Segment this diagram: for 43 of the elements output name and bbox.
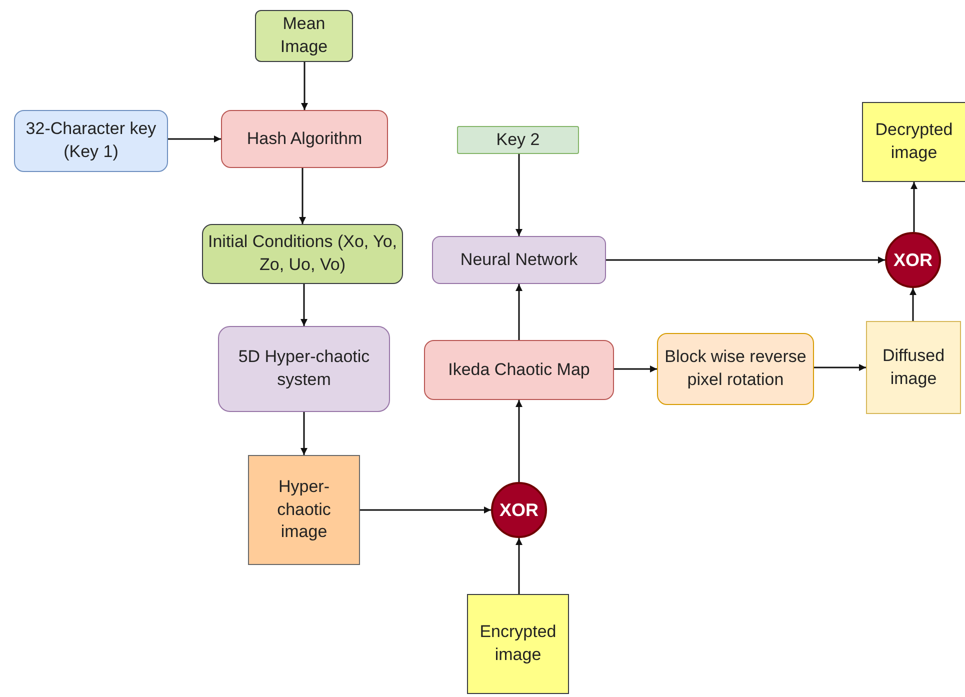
arrow [516,154,522,236]
node-label: 32-Character key (Key 1) [24,118,158,163]
data-box [202,224,403,284]
process-box [218,326,390,412]
process-box [221,110,388,168]
process-box [432,236,606,284]
image-box [866,321,961,414]
key-box [457,126,579,154]
node-label: Key 2 [496,128,540,151]
arrow [299,168,306,224]
node-label: Block wise reverse pixel rotation [664,346,808,391]
arrow [360,506,491,514]
arrow [300,284,308,326]
node-label: Mean Image [279,13,329,58]
arrow [814,364,866,371]
arrow [300,412,308,455]
image-box [467,594,569,694]
node-label: Diffused image [881,344,946,390]
process-box [657,333,814,405]
arrow [606,256,885,264]
node-label: Hyper-chaotic image [276,476,332,544]
arrow [910,182,918,232]
process-box [424,340,614,400]
arrow [168,136,221,142]
key-box [14,110,168,172]
arrow [301,62,308,110]
arrow [516,400,522,482]
arrow [516,284,522,340]
node-label: Hash Algorithm [246,128,362,150]
node-label: Encrypted image [478,621,558,666]
input-box [255,10,353,62]
arrow [516,538,522,594]
image-box [248,455,360,565]
arrow [910,288,916,321]
node-label: XOR [893,248,932,272]
arrow [614,366,657,372]
node-label: Decrypted image [874,119,954,164]
node-label: Initial Conditions (Xo, Yo, Zo, Uo, Vo) [207,231,398,276]
node-label: 5D Hyper-chaotic system [237,346,371,391]
image-box [862,102,965,182]
node-label: XOR [499,498,538,522]
node-label: Neural Network [460,248,578,271]
node-label: Ikeda Chaotic Map [448,358,590,381]
